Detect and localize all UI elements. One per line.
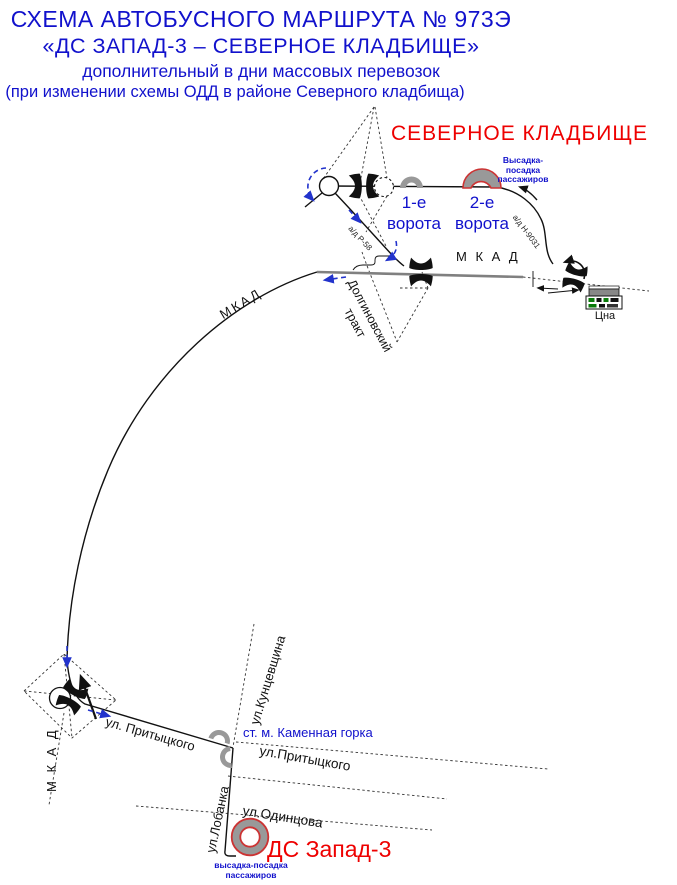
roundabout-icon (318, 175, 340, 197)
kuntsevshchina-road (232, 623, 255, 748)
tsna-label: Цна (594, 310, 616, 322)
lobanka-road (224, 747, 236, 857)
stop-arc-icon-gate1 (400, 176, 423, 188)
dotted-roads (23, 251, 650, 831)
terminal-loop-icon (230, 817, 270, 857)
mkad-top-label: М К А Д (456, 249, 521, 264)
title-line-1: СХЕМА АВТОБУСНОГО МАРШРУТА № 973Э (10, 6, 512, 32)
title-line-2: «ДС ЗАПАД-3 – СЕВЕРНОЕ КЛАДБИЩЕ» (42, 34, 480, 58)
cemetery-title: СЕВЕРНОЕ КЛАДБИЩЕ (391, 122, 649, 145)
bridge-icon (54, 678, 90, 716)
mkad-dotted-east (522, 276, 650, 292)
stop-arc-icon-gate2 (462, 168, 502, 189)
terminal-label: ДС Запад-3 (267, 836, 392, 862)
building-icon (585, 285, 623, 310)
title-block: СХЕМА АВТОБУСНОГО МАРШРУТА № 973Э «ДС ЗА… (0, 5, 522, 102)
metro-station-label: ст. м. Каменная горка (243, 725, 373, 740)
interchange-diamond (23, 653, 117, 739)
bridge-icon (409, 258, 432, 287)
title-line-3: дополнительный в дни массовых перевозок (82, 61, 440, 81)
stop-arc-icon-lobanka (220, 746, 232, 768)
roundabout-loop-arrow (303, 167, 327, 202)
odintsova-road (135, 805, 433, 831)
dropoff-label-bottom: высадка-посадка пассажиров (214, 860, 288, 880)
n9031-road (496, 186, 554, 265)
mkad-left-label: М К А Д (44, 727, 59, 792)
dolginovsky-trakt-road (361, 251, 398, 343)
dropoff-label-top: Высадка-посадка пассажиров (497, 155, 549, 184)
gate1-label: 1-е ворота (387, 193, 441, 233)
cemetery-boundary-dotted (322, 106, 388, 247)
stop-arc-icon-kamennaya (208, 730, 230, 745)
merge-ramp (352, 255, 393, 271)
arrow-to-gate2 (518, 185, 538, 201)
pritytskogo-east-road (235, 741, 549, 770)
title-line-4: (при изменении схемы ОДД в районе Северн… (5, 83, 465, 101)
arrow-to-mkad (78, 673, 98, 720)
direction-arrows-blue (62, 167, 398, 719)
unnamed-road (227, 775, 448, 800)
gate2-label: 2-е ворота (455, 193, 509, 233)
mkad-curve-road (66, 271, 318, 663)
direction-arrows-black (78, 185, 586, 720)
dotted-circle-icon (373, 176, 395, 198)
